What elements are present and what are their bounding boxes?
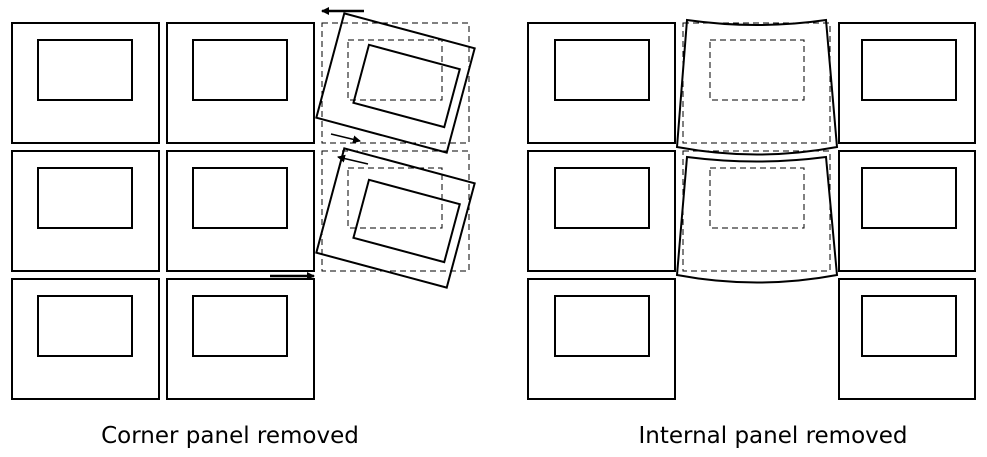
arrow-left-middle-lower xyxy=(337,154,369,165)
panel-right-r2-c3 xyxy=(838,150,976,272)
panel-right-r1-c3 xyxy=(838,22,976,144)
panel-right-r1-c2-deformed xyxy=(675,18,839,156)
panel-left-r1-c3-original-dashed xyxy=(321,22,470,144)
panel-left-r2-c3-original-dashed xyxy=(321,150,470,272)
caption-internal-panel-removed: Internal panel removed xyxy=(638,423,908,449)
panel-left-r2-c2 xyxy=(166,150,315,272)
panel-left-r3-c2 xyxy=(166,278,315,400)
panel-right-r3-c3 xyxy=(838,278,976,400)
panel-right-r1-c2-original-dashed xyxy=(682,22,831,144)
panel-right-r2-c2-deformed xyxy=(675,155,839,284)
panel-left-r1-c3-displaced xyxy=(315,12,476,154)
panel-right-r2-c2-original-dashed xyxy=(682,150,831,272)
panel-right-r3-c1 xyxy=(527,278,676,400)
panel-left-r1-c1 xyxy=(11,22,160,144)
panel-left-r3-c1 xyxy=(11,278,160,400)
panel-left-r2-c3-displaced xyxy=(315,147,476,289)
left-diagram-corner-panel-removed xyxy=(11,7,476,400)
caption-corner-panel-removed: Corner panel removed xyxy=(101,423,359,449)
right-diagram-internal-panel-removed xyxy=(527,18,976,400)
panel-right-r1-c1 xyxy=(527,22,676,144)
panel-left-r2-c1 xyxy=(11,150,160,272)
panel-right-r2-c1 xyxy=(527,150,676,272)
arrow-right-middle-upper xyxy=(330,133,361,144)
panel-left-r1-c2 xyxy=(166,22,315,144)
